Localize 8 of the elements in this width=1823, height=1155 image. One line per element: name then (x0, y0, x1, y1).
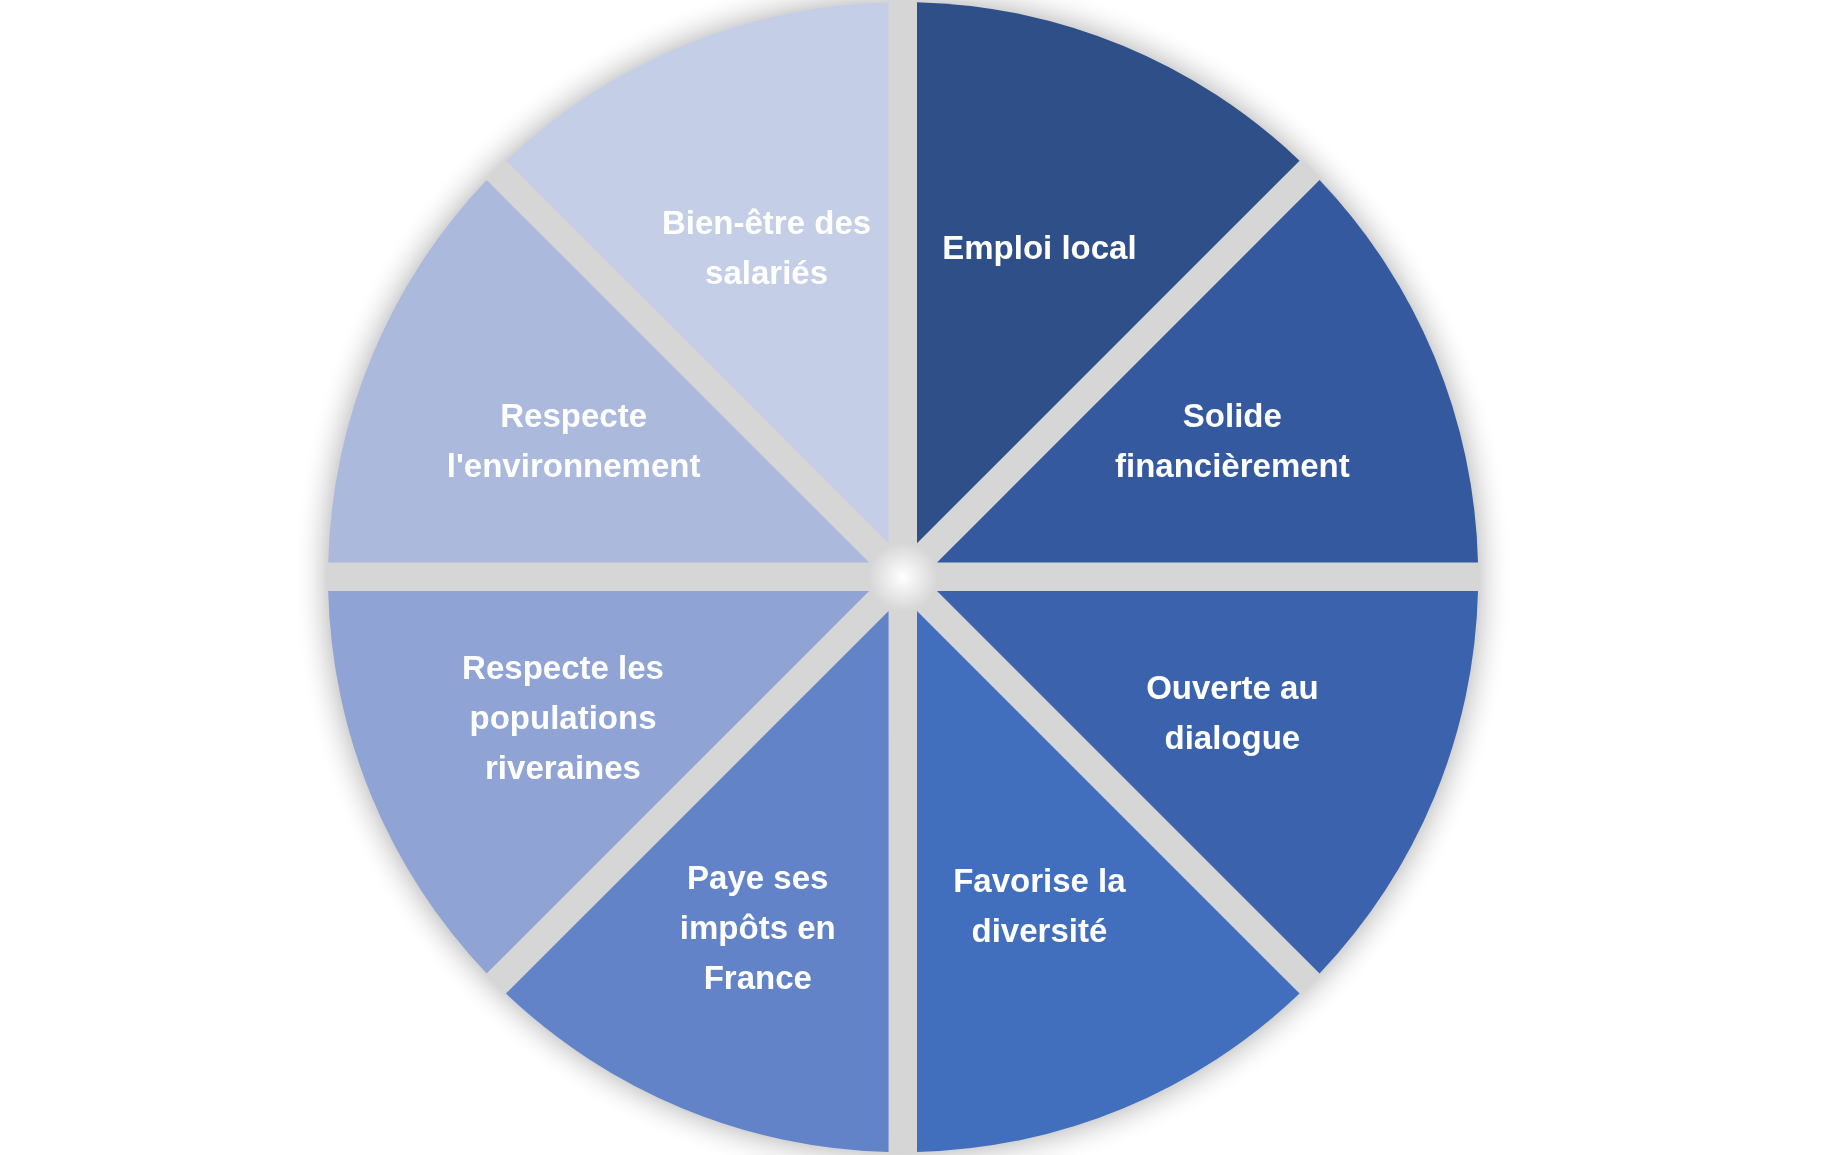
segment-label: Respecte les populations riveraines (461, 647, 665, 788)
segment-label: Ouverte au dialogue (1145, 668, 1320, 759)
segment-label: Emploi local (941, 227, 1138, 268)
segment-label: Favorise la diversité (952, 861, 1127, 952)
segment-label: Solide financièrement (1114, 395, 1351, 486)
segment-label: Paye ses impôts en France (678, 857, 837, 998)
segment-label: Respecte l'environnement (445, 395, 702, 486)
segment-label: Bien-être des salariés (661, 202, 873, 293)
